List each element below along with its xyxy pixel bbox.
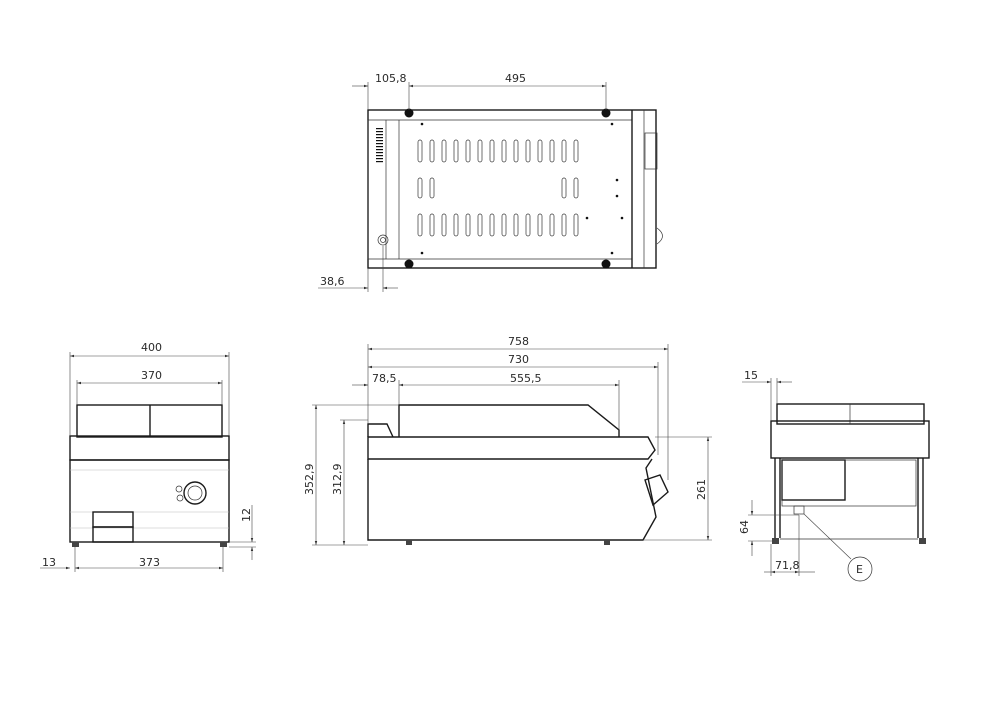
dim-front-foot-spacing: 373: [139, 556, 160, 569]
dim-side-overall-height: 352,9: [303, 464, 316, 496]
top-view: 105,8 495 38,6: [318, 72, 663, 292]
dim-front-plate-width: 370: [141, 369, 162, 382]
dim-top-foot-spacing: 495: [505, 72, 526, 85]
dim-side-body-height: 312,9: [331, 464, 344, 496]
dim-rear-plate-overhang: 15: [744, 369, 758, 382]
dim-front-overall-width: 400: [141, 341, 162, 354]
front-view: 400 370 13 373 12: [40, 341, 256, 572]
dim-rear-connection-offset: 71,8: [775, 559, 800, 572]
dim-side-overall-depth: 758: [508, 335, 529, 348]
dim-top-valve-offset: 38,6: [320, 275, 345, 288]
dim-rear-connection-height: 64: [738, 520, 751, 534]
side-view: 758 730 78,5 555,5 352,9 312,9 261: [303, 335, 712, 546]
dim-front-foot-inset: 13: [42, 556, 56, 569]
dim-side-plate-depth: 555,5: [510, 372, 542, 385]
dim-front-foot-height: 12: [240, 508, 253, 522]
callout-e: E: [856, 563, 863, 576]
rear-view: E 15 64 71,8: [738, 369, 930, 582]
dim-side-body-depth: 730: [508, 353, 529, 366]
dim-top-left-offset: 105,8: [375, 72, 407, 85]
dim-side-knob-height: 261: [695, 479, 708, 500]
dim-side-plate-offset: 78,5: [372, 372, 397, 385]
